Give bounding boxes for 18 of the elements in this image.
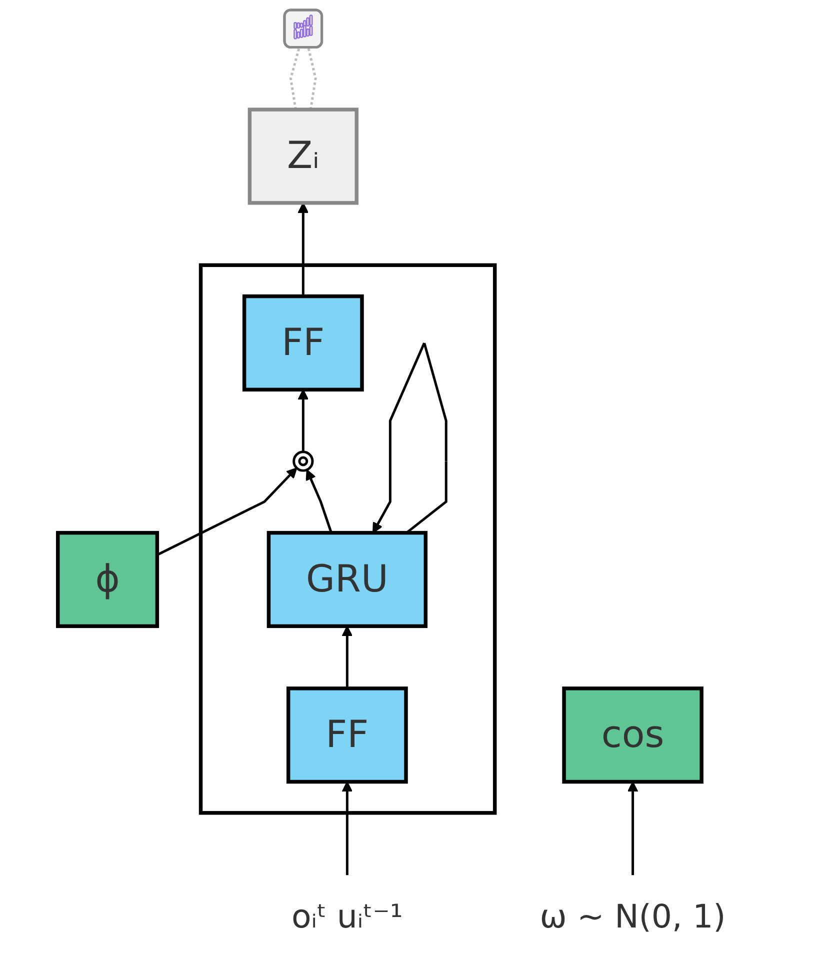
node-box: cos	[562, 686, 704, 784]
node-text: ω ∼ N(0, 1)	[540, 898, 726, 936]
arrow	[298, 389, 309, 452]
connector	[307, 48, 317, 110]
arrow	[627, 781, 638, 876]
arrow	[342, 781, 353, 876]
connector	[289, 48, 300, 110]
cluster	[198, 263, 497, 815]
node-box: FF	[286, 686, 408, 784]
node-circle	[292, 450, 314, 472]
arrow	[342, 626, 353, 688]
node-text: oᵢᵗ uᵢᵗ⁻¹	[292, 898, 403, 936]
node-box: FF	[242, 294, 364, 392]
node-box: Zᵢ	[248, 108, 358, 205]
arrow	[306, 469, 332, 534]
node-box: GRU	[266, 530, 428, 628]
arrow	[298, 202, 309, 296]
node-box: ϕ	[56, 530, 160, 628]
